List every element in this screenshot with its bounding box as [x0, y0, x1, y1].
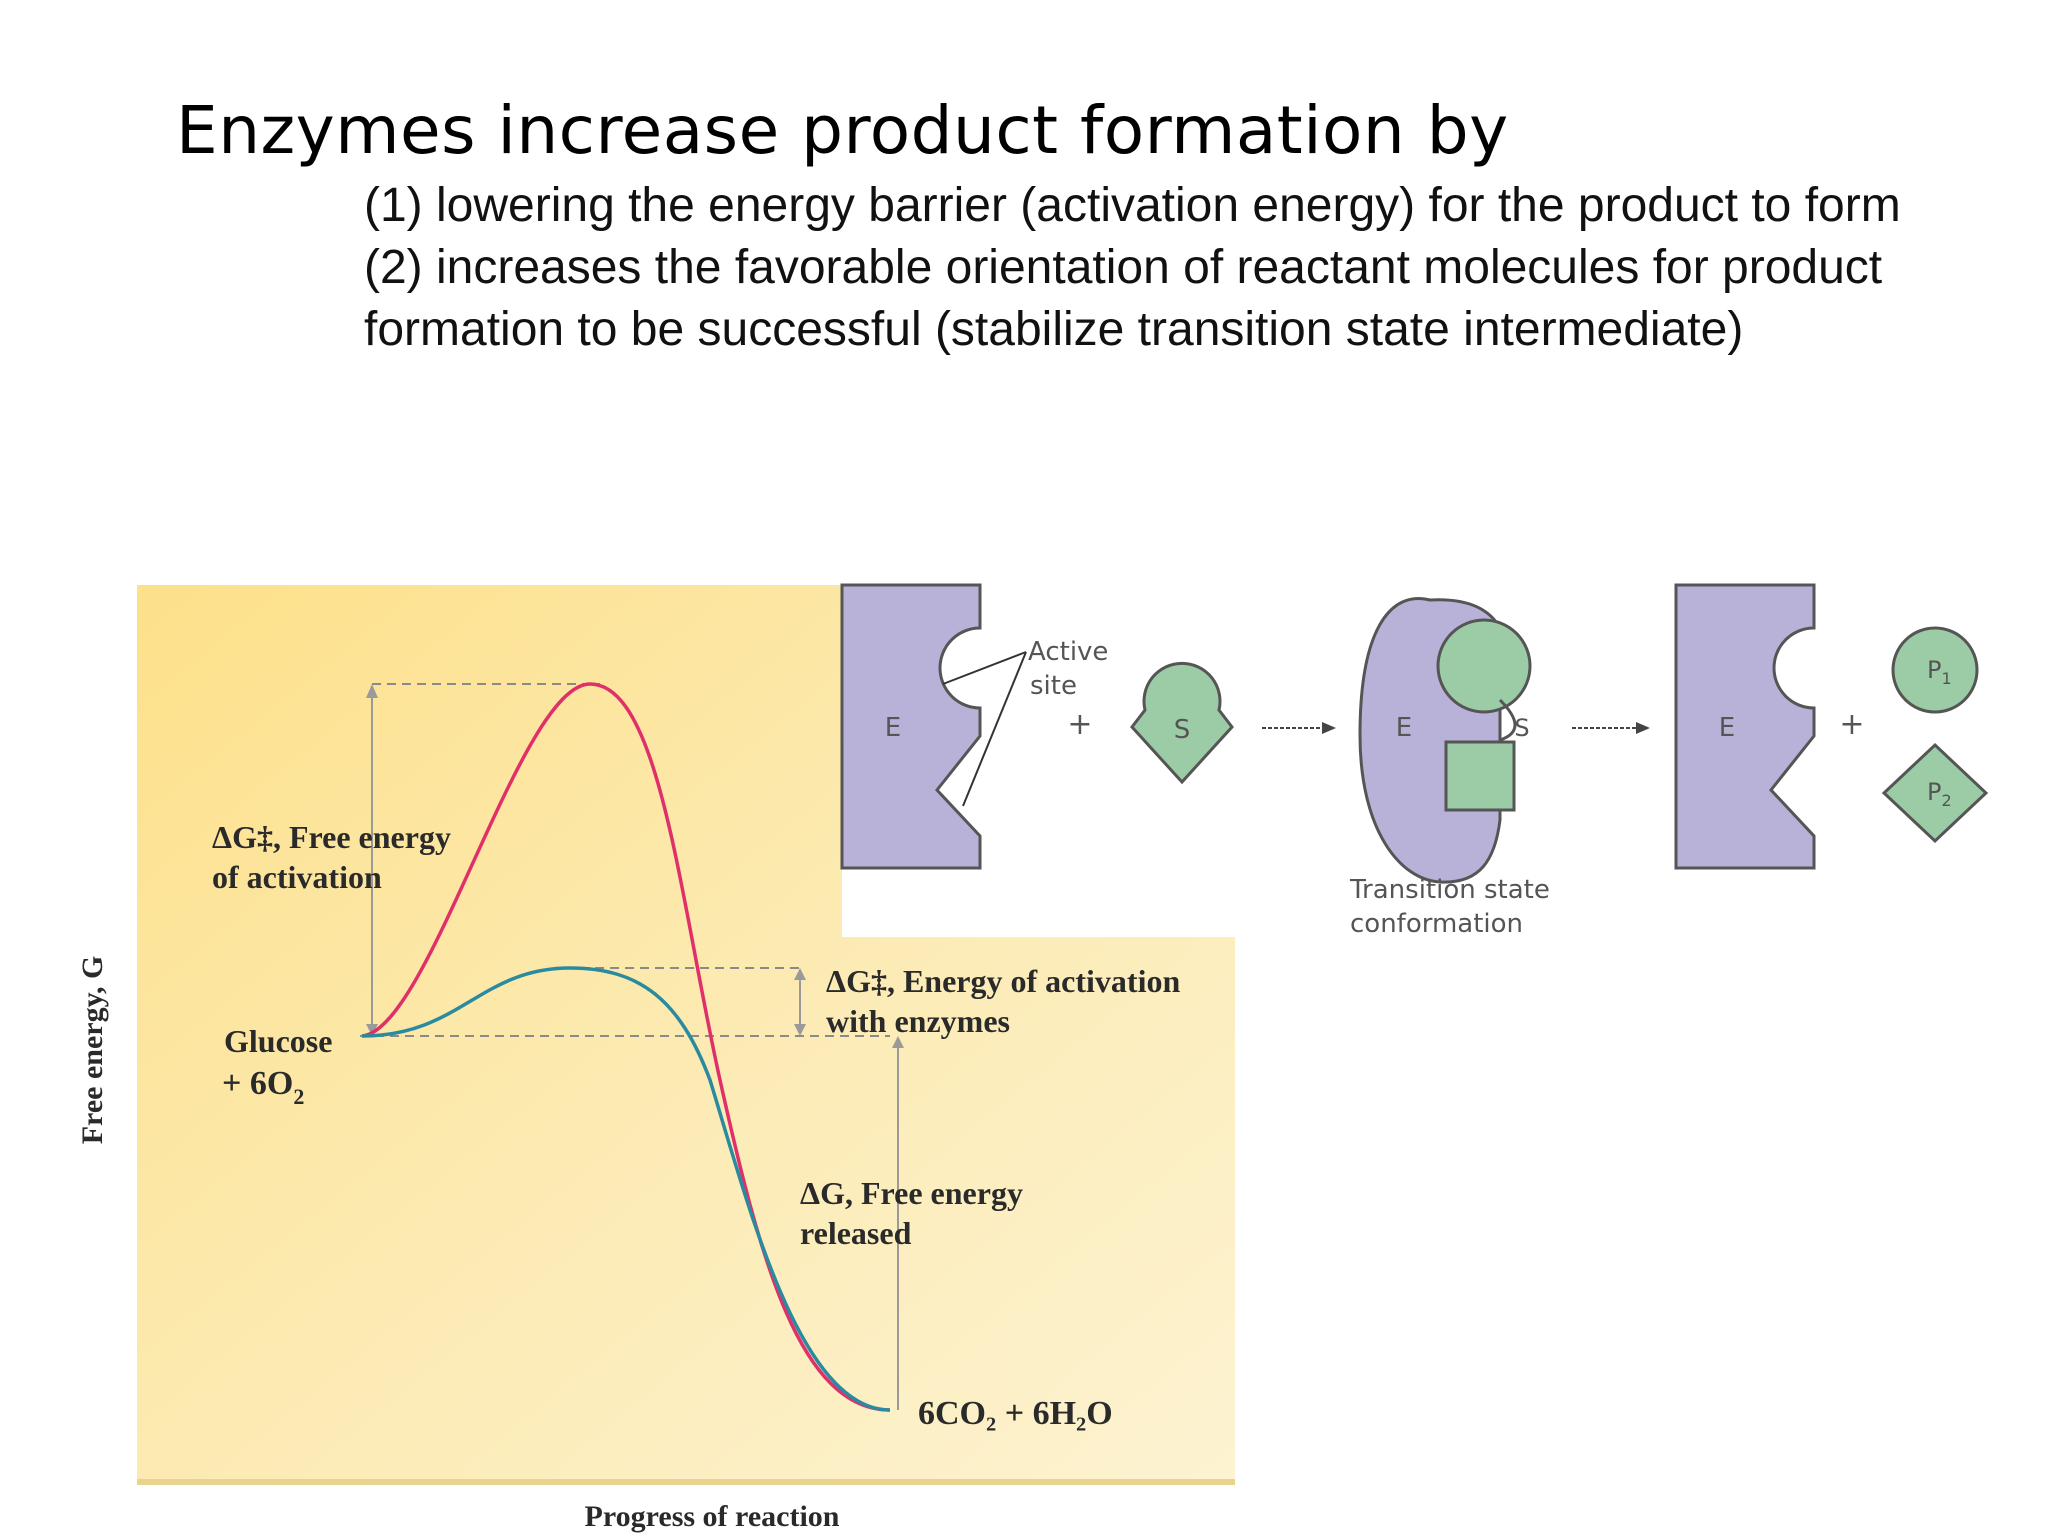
uncatalyzed-curve [361, 682, 891, 1412]
plus-sign-1: + [1067, 707, 1092, 742]
transition-substrate-bottom [1444, 740, 1516, 812]
transition-label-line2: conformation [1350, 909, 1523, 939]
enzyme-label-1: E [885, 713, 901, 743]
reactant-formula: + 6O [222, 1065, 293, 1102]
plus-sign-2: + [1839, 707, 1864, 742]
active-site-label-line1: Active [1028, 637, 1108, 667]
energy-diagram-background [137, 585, 1235, 1482]
product-2-label: P2 [1927, 778, 1952, 810]
reaction-arrow-2 [1572, 722, 1650, 734]
enzyme-shape-3 [1674, 583, 1816, 870]
released-label-line2: released [800, 1215, 912, 1251]
active-site-label-line2: site [1030, 671, 1077, 701]
transition-bond [1498, 698, 1517, 742]
reactant-label-line2: + 6O2 [222, 1065, 304, 1109]
product-1-label: P1 [1927, 656, 1952, 688]
activation-label-line2: of activation [212, 859, 382, 895]
released-label-line1: ΔG, Free energy [800, 1175, 1023, 1211]
reaction-arrow-1 [1262, 722, 1336, 734]
product-1-letter: P [1927, 656, 1941, 684]
substrate-shape [1130, 661, 1234, 785]
active-site-pointer [942, 651, 1027, 807]
enzyme-activation-label-line1: ΔG‡, Energy of activation [826, 963, 1180, 999]
enzyme-label-3: E [1719, 713, 1735, 743]
activation-label-line1: ΔG‡, Free energy [212, 819, 451, 855]
measurement-arrows [371, 690, 899, 1410]
enzyme-label-2: E [1396, 713, 1412, 743]
product-2-letter: P [1927, 778, 1941, 806]
point-1: (1) lowering the energy barrier (activat… [364, 179, 1901, 232]
transition-substrate-top [1436, 618, 1532, 714]
product-2-shape [1881, 742, 1989, 844]
enzyme-shape-1 [840, 583, 982, 870]
x-axis-label: Progress of reaction [585, 1500, 840, 1533]
catalyzed-curve [361, 966, 891, 1412]
transition-label-line1: Transition state [1349, 875, 1550, 905]
product-label: 6CO₂ + 6H₂O [918, 1395, 1113, 1432]
enzyme-activation-label-line2: with enzymes [826, 1003, 1010, 1039]
point-2: (2) increases the favorable orientation … [364, 241, 1883, 356]
substrate-label: S [1174, 715, 1191, 745]
dashed-reference-lines [360, 683, 890, 1037]
reactant-subscript: 2 [293, 1084, 304, 1109]
slide-title: Enzymes increase product formation by [176, 92, 1509, 169]
product-1-subscript: 1 [1941, 669, 1951, 688]
product-1-shape [1891, 626, 1979, 714]
slide-body: (1) lowering the energy barrier (activat… [364, 175, 1984, 361]
reactant-label-line1: Glucose [224, 1023, 332, 1059]
arrow-heads [366, 684, 904, 1048]
transition-substrate-label: S [1514, 714, 1529, 742]
y-axis-label: Free energy, G [76, 956, 109, 1145]
product-2-subscript: 2 [1941, 791, 1951, 810]
